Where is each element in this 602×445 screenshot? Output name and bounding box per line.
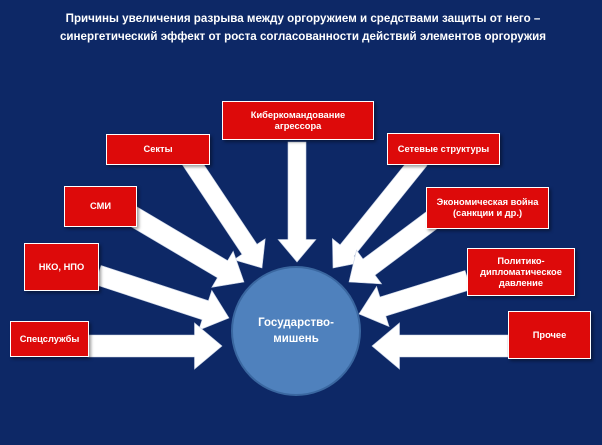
node-network-structures: Сетевые структуры [387, 133, 500, 165]
arrow-from-other [371, 322, 509, 370]
target-state-label: Государство- мишень [258, 317, 334, 345]
node-economic-war: Экономическая война (санкции и др.) [426, 187, 549, 229]
arrow-from-special [87, 322, 223, 370]
node-ngo: НКО, НПО [24, 243, 99, 291]
node-other: Прочее [508, 311, 591, 359]
target-state-circle: Государство- мишень [231, 266, 361, 396]
node-special-services: Спецслужбы [10, 321, 89, 357]
arrow-from-ngo [94, 265, 230, 331]
arrow-from-economic [348, 211, 439, 285]
arrow-from-cyber [277, 141, 317, 263]
node-political-pressure: Политико- дипломатическое давление [467, 248, 575, 296]
title-line-1: Причины увеличения разрыва между оргоруж… [65, 12, 541, 25]
arrow-from-networks [332, 153, 428, 269]
node-cyber-command: Кибер­командование агрессора [222, 101, 374, 140]
arrow-from-political [358, 270, 472, 328]
arrow-from-media [120, 202, 245, 288]
title-line-2: синергетический эффект от роста согласов… [59, 30, 547, 43]
node-media: СМИ [64, 186, 137, 227]
arrow-from-sects [182, 154, 266, 269]
node-sects: Секты [106, 134, 210, 165]
diagram-title: Причины увеличения разрыва между оргоруж… [8, 10, 598, 46]
